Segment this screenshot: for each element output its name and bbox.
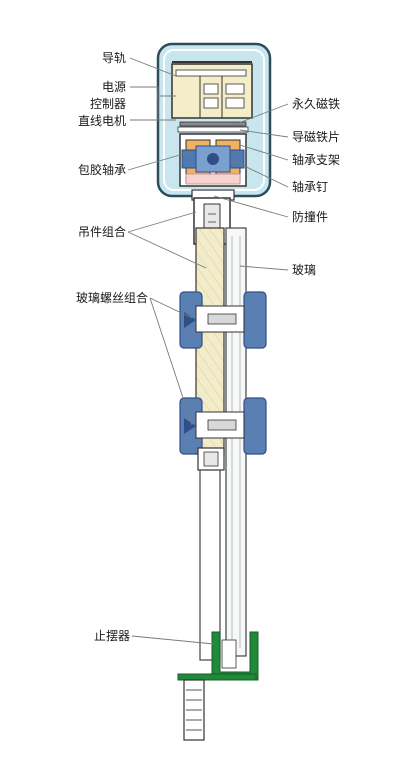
label-bearing-pin: 轴承钉 — [292, 180, 329, 194]
motor-controller-box — [171, 61, 253, 119]
label-hanger-assembly: 吊件组合 — [77, 225, 126, 239]
label-guide-rail: 导轨 — [101, 51, 126, 65]
magnet-assembly — [177, 121, 249, 133]
glass-clamp-upper — [179, 291, 267, 349]
label-magnetic-sheet: 导磁铁片 — [292, 130, 341, 144]
label-stopper: 止摆器 — [93, 629, 130, 643]
label-glass-screw-assembly: 玻璃螺丝组合 — [75, 291, 148, 305]
label-rubber-bearing: 包胶轴承 — [77, 163, 126, 177]
bearing-block — [179, 133, 247, 187]
label-permanent-magnet: 永久磁铁 — [292, 97, 341, 111]
label-controller: 控制器 — [89, 97, 126, 111]
label-glass: 玻璃 — [292, 263, 317, 277]
floor-stopper — [177, 631, 259, 741]
label-power: 电源 — [101, 80, 126, 94]
leader-lines — [127, 57, 289, 645]
bottom-fitting — [197, 447, 225, 471]
label-anti-collision: 防撞件 — [292, 210, 329, 224]
glass-clamp-lower — [179, 397, 267, 455]
label-linear-motor: 直线电机 — [77, 114, 126, 128]
lower-rail — [199, 449, 221, 661]
glass-panel — [225, 227, 247, 657]
label-bearing-bracket: 轴承支架 — [292, 153, 341, 167]
